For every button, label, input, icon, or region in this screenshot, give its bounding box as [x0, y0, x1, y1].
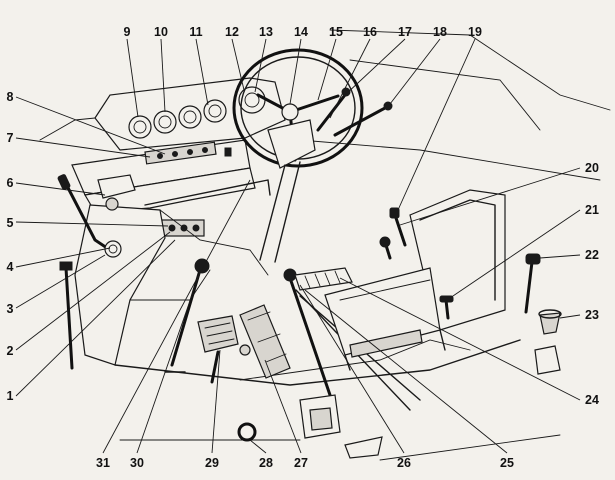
control-rods — [283, 268, 421, 439]
gearshift-lever — [164, 258, 210, 373]
callout-18: 18 — [433, 25, 447, 39]
gauge-9 — [128, 115, 152, 139]
callout-14: 14 — [294, 25, 308, 39]
callout-25: 25 — [500, 456, 514, 470]
callout-26: 26 — [397, 456, 411, 470]
callout-17: 17 — [398, 25, 412, 39]
console-body — [74, 204, 269, 366]
leader-lines — [15, 38, 581, 454]
leader-26 — [299, 284, 405, 454]
gauge-11 — [178, 105, 202, 129]
callout-20: 20 — [585, 161, 599, 175]
callout-labels: 1 2 3 4 5 6 7 8 9 10 11 12 13 14 15 16 1… — [7, 25, 599, 470]
leader-30 — [136, 271, 201, 454]
seat — [324, 189, 506, 371]
brake-pedal — [239, 304, 291, 379]
callout-1: 1 — [7, 389, 14, 403]
leader-28 — [249, 439, 267, 454]
leader-21 — [449, 209, 581, 299]
callout-16: 16 — [363, 25, 377, 39]
leader-18 — [389, 38, 441, 105]
leader-2 — [15, 231, 171, 351]
steering-wheel — [232, 48, 364, 263]
leader-20 — [399, 167, 581, 226]
callout-6: 6 — [7, 176, 14, 190]
callout-7: 7 — [7, 131, 14, 145]
leader-9 — [126, 38, 139, 118]
cup-23 — [534, 309, 562, 375]
leader-16 — [329, 38, 371, 119]
bracket-26 — [344, 436, 383, 459]
leader-22 — [539, 254, 581, 259]
callout-8: 8 — [7, 90, 14, 104]
callout-28: 28 — [259, 456, 273, 470]
callout-15: 15 — [329, 25, 343, 39]
leader-19 — [397, 38, 476, 211]
leader-8 — [15, 96, 166, 155]
callout-22: 22 — [585, 248, 599, 262]
callout-27: 27 — [294, 456, 308, 470]
gauge-cluster — [128, 86, 266, 139]
leader-17 — [344, 38, 406, 96]
leader-6 — [15, 182, 106, 196]
callout-19: 19 — [468, 25, 482, 39]
gauge-10 — [153, 110, 177, 134]
knob-21 — [439, 295, 454, 320]
rod-22 — [524, 253, 541, 314]
leader-7 — [15, 137, 151, 158]
callout-5: 5 — [7, 216, 14, 230]
left-gear-lever — [57, 174, 136, 258]
leader-11 — [195, 38, 209, 106]
leader-10 — [160, 38, 166, 113]
leader-15 — [317, 38, 337, 101]
callout-3: 3 — [7, 302, 14, 316]
leader-1 — [15, 239, 176, 397]
gauge-12 — [238, 86, 266, 114]
leader-13 — [254, 38, 267, 93]
ring-28 — [237, 422, 257, 442]
callout-30: 30 — [130, 456, 144, 470]
leader-24 — [339, 277, 581, 401]
seat-side-levers — [379, 207, 407, 260]
callout-11: 11 — [189, 25, 202, 39]
leader-14 — [289, 38, 302, 105]
lower-switch-block — [161, 219, 205, 237]
leader-23 — [559, 314, 581, 319]
callout-9: 9 — [124, 25, 131, 39]
clutch-pedal — [197, 315, 239, 384]
callout-13: 13 — [259, 25, 273, 39]
leader-29 — [211, 349, 221, 454]
callout-10: 10 — [154, 25, 168, 39]
callout-24: 24 — [585, 393, 599, 407]
leader-4 — [15, 247, 111, 268]
callout-31: 31 — [96, 456, 110, 470]
handbrake-rod — [59, 261, 74, 370]
callout-21: 21 — [585, 203, 599, 217]
leader-3 — [15, 254, 106, 309]
floor-plate — [114, 339, 561, 461]
leader-12 — [231, 38, 245, 91]
leader-31 — [102, 179, 251, 454]
callout-2: 2 — [7, 344, 14, 358]
callout-23: 23 — [585, 308, 599, 322]
leader-27 — [264, 359, 302, 454]
callout-29: 29 — [205, 456, 219, 470]
callout-4: 4 — [7, 260, 14, 274]
gauge-11b — [203, 99, 227, 123]
foot-rest — [294, 267, 353, 291]
callout-12: 12 — [225, 25, 239, 39]
switch-panel — [144, 141, 232, 165]
leader-25 — [304, 289, 508, 454]
leader-5 — [15, 221, 169, 227]
